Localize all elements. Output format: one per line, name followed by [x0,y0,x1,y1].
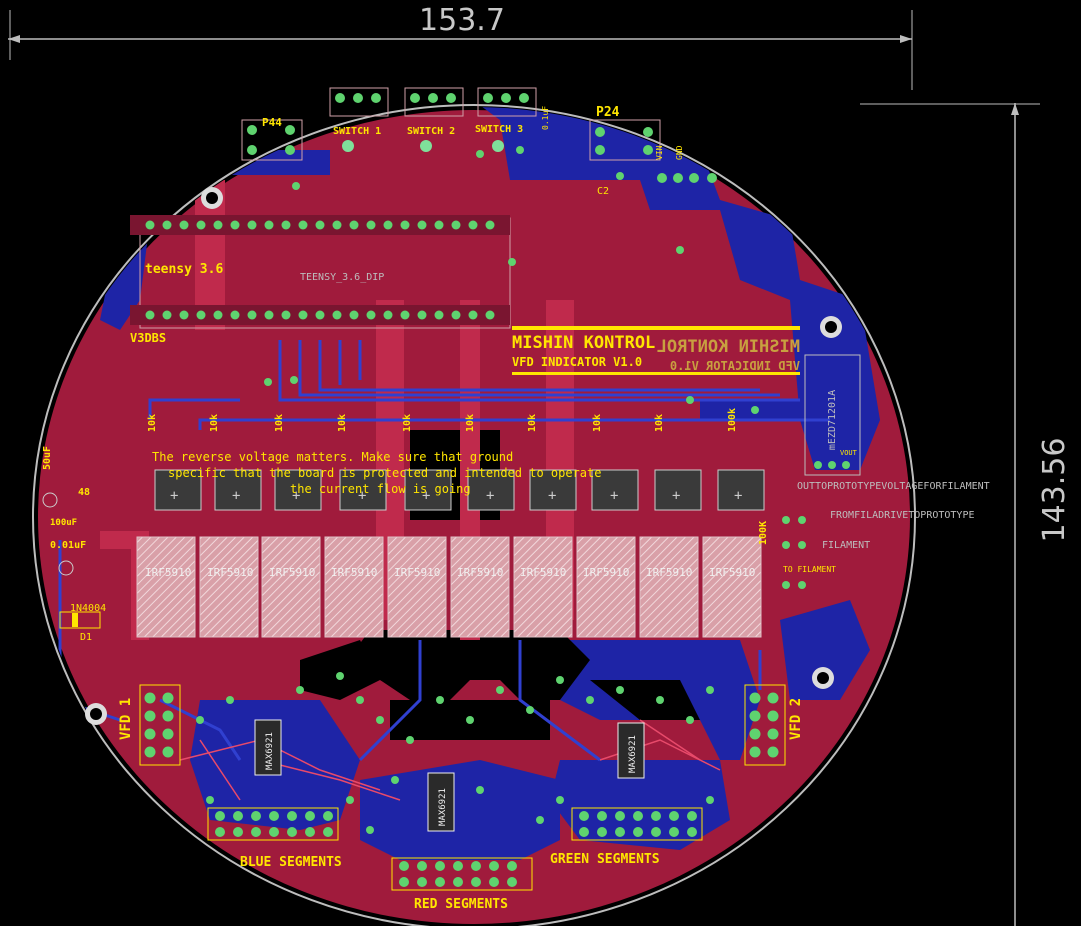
ic-label: MAX6921 [438,788,448,826]
resistor-label: 10k [592,414,603,432]
vin-label: VIN [655,145,664,160]
vfd1-label: VFD 1 [118,698,134,740]
teensy-pin-row-top [145,220,495,230]
resistor-label: 10k [465,414,476,432]
vfd2-connector: VFD 2 [744,684,804,766]
width-dimension: 153.7 [8,3,913,90]
diode-label: 1N4004 [70,603,106,614]
title-line-2: VFD INDICATOR V1.0 [512,355,642,369]
resistor-label: 10k [402,414,413,432]
green-segments-label: GREEN SEGMENTS [550,852,660,867]
svg-text:+: + [734,488,742,504]
top-connectors: P44 SWITCH 1 SWITCH 2 SWITCH 3 P24 C2 0.… [241,87,684,197]
note-line-1: The reverse voltage matters. Make sure t… [152,450,513,464]
switch-2-label: SWITCH 2 [407,126,455,137]
resistor-label: 10k [337,414,348,432]
top-connector-pads [247,93,717,183]
title-line-2-mirrored: VFD INDICATOR V1.0 [670,359,800,373]
ic-label: MAX6921 [265,732,275,770]
resistor-label: 10k [654,414,665,432]
note-out-to-prototype: OUTTOPROTOTYPEVOLTAGEFORFILAMENT [797,481,990,492]
teensy-label: teensy 3.6 [145,262,223,277]
mosfet-label: IRF5910 [145,566,191,579]
resistor-label: 10k [147,414,158,432]
height-dimension-label: 143.56 [1037,438,1072,543]
lower-left-cap-label: 50uF [42,446,53,470]
blue-segments-header: BLUE SEGMENTS [207,807,342,870]
title-block: MISHIN KONTROL VFD INDICATOR V1.0 MISHIN… [512,326,800,375]
svg-text:+: + [486,488,494,504]
p24-label: P24 [596,105,620,120]
vias [196,146,759,834]
resistor-labels: 10k 10k 10k 10k 10k 10k 10k 10k 10k 100k [147,408,738,432]
driver-transistor-row: + + + + + + + + + + [154,469,765,511]
red-segments-header: RED SEGMENTS [391,857,533,912]
resistor-label: 100k [727,408,738,432]
board-outline [32,104,916,926]
title-line-1: MISHIN KONTROL [512,333,655,353]
svg-text:+: + [170,488,178,504]
width-dimension-label: 153.7 [419,3,505,38]
note-from-fila-drive: FROMFILADRIVETOPROTOTYPE [830,510,975,521]
mounting-holes [85,187,842,725]
mosfet-label: IRF5910 [709,566,755,579]
svg-text:+: + [358,488,366,504]
blue-segments-label: BLUE SEGMENTS [240,855,342,870]
vfd2-label: VFD 2 [788,698,804,740]
svg-text:+: + [292,488,300,504]
switch-1-label: SWITCH 1 [333,126,381,137]
mosfet-label: IRF5910 [520,566,566,579]
height-dimension: 143.56 [860,103,1072,926]
pwr-label-v3dbs: V3DBS [130,331,166,345]
regulator-module: mEZD71201A VOUT [804,354,861,476]
d1-label: D1 [80,632,92,643]
note-to-filament: TO FILAMENT [783,565,836,574]
left-resistor-label: 48 [78,487,90,498]
mosfet-label: IRF5910 [646,566,692,579]
left-power-section: 1N4004 D1 0.01uF 48 100uF 50uF [42,446,106,643]
resistor-label: 10k [527,414,538,432]
title-line-1-mirrored: MISHIN KONTROL [657,337,800,357]
resistor-100k-label: 100K [758,521,769,545]
teensy-value: TEENSY_3.6_DIP [300,272,384,283]
gnd-label: GND [675,145,684,160]
green-segments-header: GREEN SEGMENTS [550,807,703,867]
switch-3-label: SWITCH 3 [475,124,523,135]
note-line-2: specific that the board is protected and… [168,466,601,480]
teensy-pin-row-bottom [145,310,495,320]
overlap-note: The reverse voltage matters. Make sure t… [152,450,601,496]
mosfet-label: IRF5910 [457,566,503,579]
svg-text:+: + [548,488,556,504]
note-line-3: the current flow is going [290,482,471,496]
ic-label: MAX6921 [628,735,638,773]
svg-text:+: + [232,488,240,504]
svg-text:+: + [610,488,618,504]
mosfet-label: IRF5910 [207,566,253,579]
cap-top-label: 0.1uF [541,106,550,130]
mosfet-label: IRF5910 [269,566,315,579]
resistor-label: 10k [209,414,220,432]
red-segments-label: RED SEGMENTS [414,897,508,912]
driver-ics: MAX6921 MAX6921 MAX6921 [254,719,645,832]
mosfet-label: IRF5910 [394,566,440,579]
c100-label: 100uF [50,518,77,528]
vfd1-connector: VFD 1 [118,684,181,766]
signal-traces [58,340,830,762]
c2-label: C2 [597,186,609,197]
vout-label: VOUT [840,449,858,457]
note-filament: FILAMENT [822,540,870,551]
svg-text:+: + [672,488,680,504]
resistor-label: 10k [274,414,285,432]
regulator-label: mEZD71201A [827,390,838,450]
p44-label: P44 [262,116,282,129]
left-cap-label: 0.01uF [50,540,86,551]
svg-text:+: + [422,488,430,504]
mosfet-label: IRF5910 [583,566,629,579]
mosfet-label: IRF5910 [331,566,377,579]
mosfet-row: IRF5910 IRF5910 IRF5910 IRF5910 IRF5910 … [136,536,762,638]
right-side-notes: OUTTOPROTOTYPEVOLTAGEFORFILAMENT FROMFIL… [758,481,990,589]
